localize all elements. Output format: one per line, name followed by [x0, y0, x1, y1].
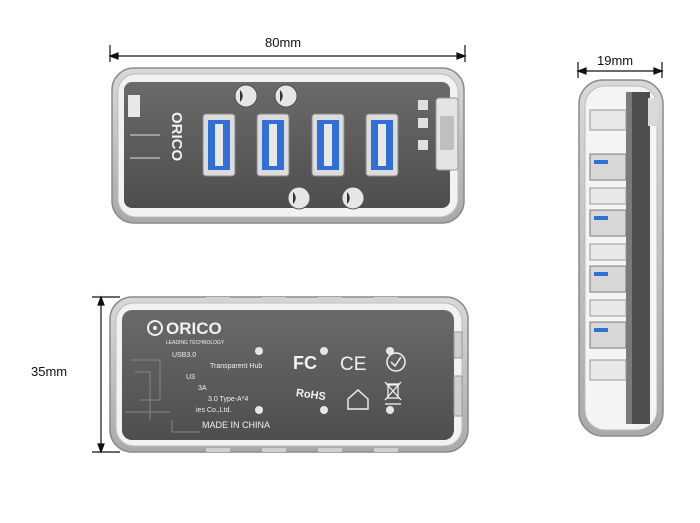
depth-dimension-label: 19mm — [597, 53, 634, 68]
bottom-view-brand-logo: ORICO — [166, 319, 222, 338]
height-dimension-label: 35mm — [31, 364, 68, 379]
top-view-hub: ORICO — [111, 67, 465, 224]
label-line-1: USB3.0 — [172, 352, 196, 359]
ce-mark: CE — [340, 354, 366, 375]
bottom-view-hub: ORICO LEADING TECHNOLOGY USB3.0 Transpar… — [109, 296, 469, 453]
bottom-view-tagline: LEADING TECHNOLOGY — [166, 340, 225, 346]
top-view-brand-logo: ORICO — [168, 112, 185, 162]
label-line-2: Transparent Hub — [210, 363, 262, 370]
bottom-view-brand-icon — [147, 320, 163, 336]
rcm-mark-icon — [386, 352, 406, 372]
usb-port-2 — [256, 113, 290, 177]
capacitor-top-1 — [234, 84, 258, 108]
height-dimension-line — [92, 295, 120, 454]
weee-bin-icon — [384, 381, 402, 405]
side-view-hub — [578, 79, 664, 437]
made-in-label: MADE IN CHINA — [202, 420, 270, 430]
usb-port-1 — [202, 113, 236, 177]
fc-mark: FC — [293, 353, 317, 373]
label-line-4: 3A — [198, 385, 207, 392]
label-line-3: U3 — [186, 374, 195, 381]
capacitor-top-3 — [287, 186, 311, 210]
depth-dimension-line — [576, 62, 664, 78]
rohs-mark: RoHS — [295, 387, 326, 403]
usb-port-3 — [311, 113, 345, 177]
usb-port-4 — [365, 113, 399, 177]
label-line-6: ies Co.,Ltd. — [196, 407, 231, 414]
label-line-5: 3.0 Type-A*4 — [208, 396, 248, 403]
indoor-use-icon — [347, 389, 369, 410]
capacitor-top-4 — [341, 186, 365, 210]
width-dimension-line — [108, 45, 467, 62]
width-dimension-label: 80mm — [265, 35, 302, 50]
capacitor-top-2 — [274, 84, 298, 108]
